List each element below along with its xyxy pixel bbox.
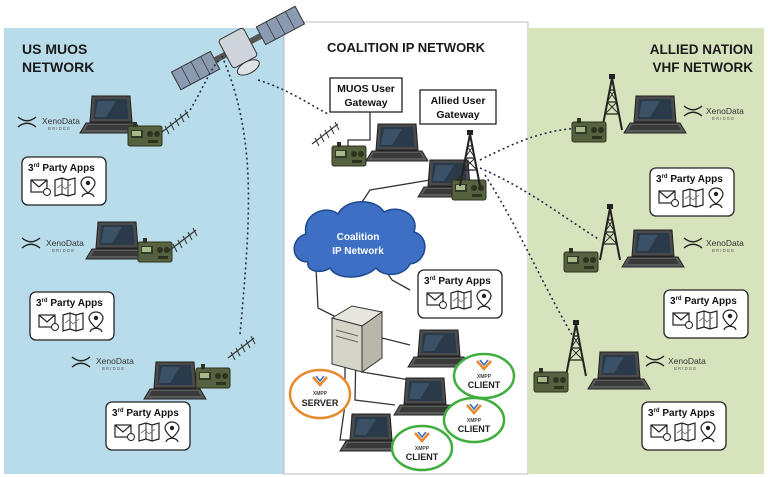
xmpp-client-word-2: XMPP: [467, 418, 482, 424]
xmpp-client-badge-3: [390, 424, 454, 472]
coalition-ip-cloud: [293, 201, 426, 278]
muos-gateway-label-2: Gateway: [344, 97, 387, 109]
radio-icon: [127, 121, 163, 147]
radio-icon: [331, 141, 367, 167]
radio-icon: [563, 247, 599, 273]
xmpp-client-role-2: CLIENT: [458, 424, 491, 434]
map-icon: [54, 177, 76, 197]
xenodata-sub-3: BRIDGE: [102, 366, 125, 371]
xenodata-sub-5: BRIDGE: [712, 248, 735, 253]
allied-title-line1: ALLIED NATION: [650, 42, 753, 57]
cloud-label-2: IP Network: [332, 246, 384, 257]
xenodata-sub-4: BRIDGE: [712, 116, 735, 121]
coalition-title: COALITION IP NETWORK: [327, 40, 486, 55]
radio-icon: [195, 363, 231, 389]
apps-box-allied-1: [649, 167, 735, 217]
apps-box-allied-2: [663, 289, 749, 339]
us-muos-title-line1: US MUOS: [22, 41, 87, 57]
xmpp-client-word-1: XMPP: [477, 374, 492, 380]
apps-label-allied-1: 3rd Party Apps: [656, 174, 723, 185]
xmpp-server-role: SERVER: [302, 398, 339, 408]
xmpp-client-badge-2: [442, 396, 506, 444]
apps-label-allied-3: 3rd Party Apps: [648, 408, 715, 419]
apps-box-us-2: [29, 291, 115, 341]
radio-icon: [137, 237, 173, 263]
radio-icon: [571, 117, 607, 143]
allied-user-gateway: [417, 89, 497, 201]
map-icon: [696, 310, 718, 330]
xenodata-brand-1: XenoData: [42, 116, 80, 126]
apps-box-coalition: [417, 269, 503, 319]
apps-label-us-3: 3rd Party Apps: [112, 408, 179, 419]
apps-box-us-1: [21, 156, 107, 206]
allied-gateway-label-2: Gateway: [436, 109, 479, 121]
us-muos-title-line2: NETWORK: [22, 59, 94, 75]
muos-user-gateway: [311, 77, 429, 167]
xenodata-sub-2: BRIDGE: [52, 248, 75, 253]
apps-label-us-1: 3rd Party Apps: [28, 163, 95, 174]
xenodata-brand-4: XenoData: [706, 106, 744, 116]
xenodata-sub-6: BRIDGE: [674, 366, 697, 371]
map-icon: [450, 290, 472, 310]
apps-box-allied-3: [641, 401, 727, 451]
xenodata-brand-3: XenoData: [96, 356, 134, 366]
xmpp-client-word-3: XMPP: [415, 446, 430, 452]
apps-box-us-3: [105, 401, 191, 451]
xenodata-brand-6: XenoData: [668, 356, 706, 366]
map-icon: [682, 188, 704, 208]
muos-gateway-label-1: MUOS User: [337, 83, 395, 95]
map-icon: [138, 422, 160, 442]
xmpp-server-word: XMPP: [313, 391, 328, 397]
satellite-icon: [170, 5, 306, 91]
apps-label-allied-2: 3rd Party Apps: [670, 296, 737, 307]
cloud-label-1: Coalition: [337, 232, 380, 243]
server-icon: [330, 305, 384, 373]
radio-links: [189, 55, 601, 341]
xmpp-client-role-1: CLIENT: [468, 380, 501, 390]
xenodata-brand-2: XenoData: [46, 238, 84, 248]
radio-icon: [451, 175, 487, 201]
radio-icon: [533, 367, 569, 393]
map-icon: [62, 312, 84, 332]
map-icon: [674, 422, 696, 442]
apps-label-us-2: 3rd Party Apps: [36, 298, 103, 309]
allied-gateway-label-1: Allied User: [431, 95, 486, 107]
xenodata-brand-5: XenoData: [706, 238, 744, 248]
xmpp-server-badge: [288, 368, 352, 420]
allied-title-line2: VHF NETWORK: [653, 60, 754, 75]
xenodata-sub-1: BRIDGE: [48, 126, 71, 131]
xmpp-client-role-3: CLIENT: [406, 452, 439, 462]
apps-label-coalition: 3rd Party Apps: [424, 276, 491, 287]
